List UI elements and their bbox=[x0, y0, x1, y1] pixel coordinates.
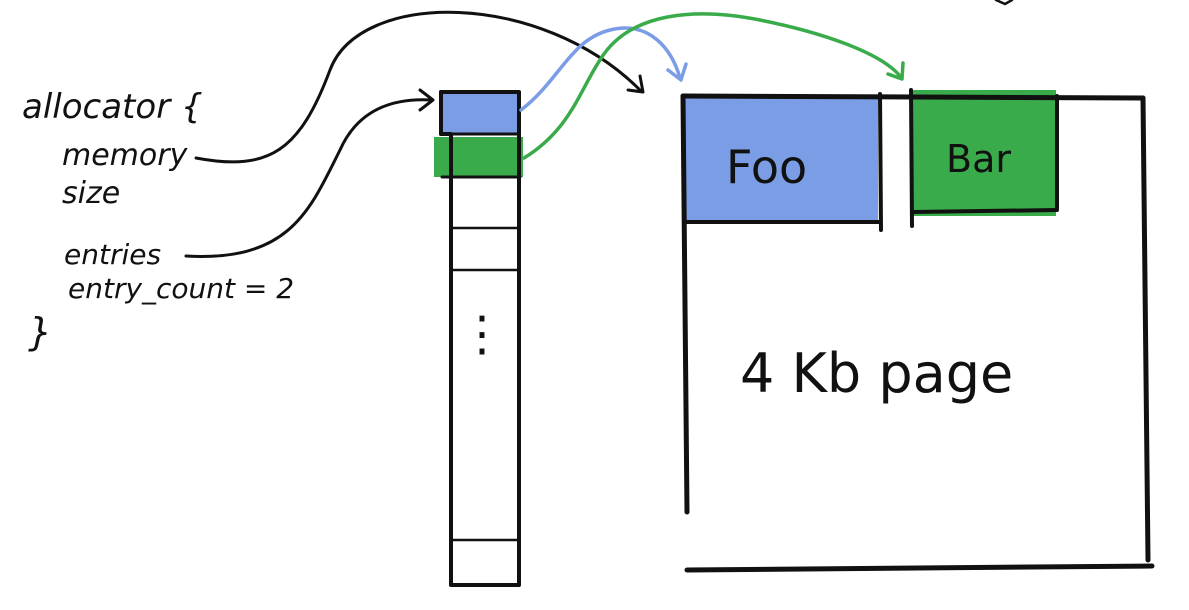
code-open-line: allocator { bbox=[22, 87, 203, 127]
blue-entry-arrow bbox=[519, 26, 682, 112]
code-field-memory: memory bbox=[62, 138, 189, 173]
code-field-size: size bbox=[62, 176, 120, 211]
code-field-entry-count: entry_count = 2 bbox=[68, 272, 294, 305]
page-block: Foo Bar 4 Kb page bbox=[680, 88, 1155, 573]
entry-slot-green bbox=[434, 137, 523, 177]
entries-arrow-head bbox=[418, 88, 435, 112]
bar-divider-bottom bbox=[910, 208, 1059, 214]
top-right-ink-mark bbox=[994, 0, 1014, 6]
foo-block bbox=[685, 98, 878, 220]
green-entry-arrow-head bbox=[886, 61, 905, 81]
blue-entry-arrow-head bbox=[666, 62, 688, 82]
bar-divider-left bbox=[909, 88, 914, 228]
code-field-entries: entries bbox=[64, 238, 161, 271]
connectors bbox=[184, 0, 1014, 258]
entries-ellipsis: ⋮ bbox=[458, 306, 506, 362]
bar-label: Bar bbox=[946, 137, 1011, 181]
entries-table: ⋮ bbox=[434, 90, 523, 587]
code-block: allocator { memory size entries entry_co… bbox=[22, 87, 294, 354]
page-outline-right bbox=[1140, 95, 1151, 563]
page-label: 4 Kb page bbox=[740, 342, 1013, 405]
entries-arrow bbox=[184, 98, 434, 258]
foo-label: Foo bbox=[726, 140, 807, 194]
memory-arrow-head bbox=[626, 74, 645, 94]
code-close-brace: } bbox=[28, 310, 52, 354]
bar-block bbox=[910, 90, 1056, 216]
foo-divider-right bbox=[878, 92, 883, 232]
green-entry-arrow bbox=[522, 12, 902, 160]
entry-slot-blue bbox=[440, 92, 519, 134]
page-outline-bottom bbox=[684, 563, 1155, 573]
memory-arrow bbox=[194, 10, 642, 164]
page-outline-left bbox=[680, 93, 690, 515]
